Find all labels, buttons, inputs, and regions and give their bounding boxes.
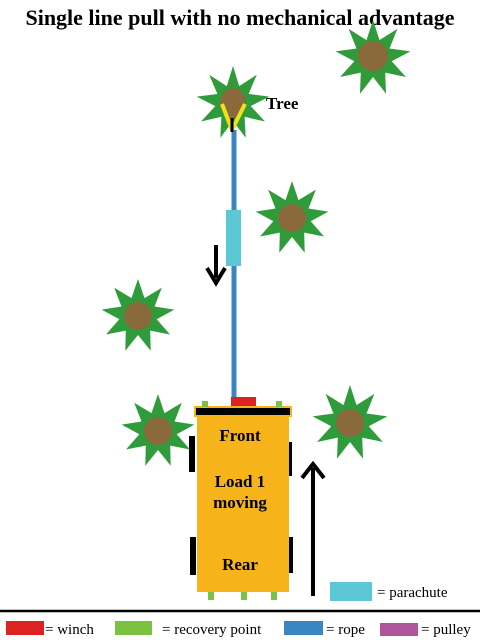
tree-mid-right xyxy=(255,181,329,253)
legend-winch-swatch xyxy=(6,621,44,635)
legend-recovery-point-label: = recovery point xyxy=(162,622,262,638)
legend-recovery-point-swatch xyxy=(115,621,152,635)
tree-top-right xyxy=(335,20,411,94)
pull-direction-arrow xyxy=(205,245,227,287)
tree-top-right-trunk xyxy=(358,41,388,71)
recovery-point-front-right xyxy=(276,401,282,407)
tree-bottom-right-trunk xyxy=(336,409,364,437)
rear-label: Rear xyxy=(222,555,258,574)
legend-parachute-swatch xyxy=(330,582,372,601)
tree-bottom-left xyxy=(121,394,195,466)
load-label-line2: moving xyxy=(213,493,267,512)
tire-rear-left xyxy=(190,537,196,575)
legend-pulley-swatch xyxy=(380,623,418,636)
tire-front-left xyxy=(189,436,195,472)
tree-mid-left xyxy=(101,279,175,351)
load-vehicle: Front Load 1 moving Rear xyxy=(189,397,293,600)
winch xyxy=(231,397,256,406)
legend-rope-swatch xyxy=(284,621,323,635)
front-bumper xyxy=(194,406,292,417)
tree-mid-left-trunk xyxy=(124,302,152,330)
rope-parachute xyxy=(226,210,241,266)
legend-rope-label: = rope xyxy=(326,622,365,638)
recovery-point-rear-right xyxy=(271,592,277,600)
recovery-point-rear-left xyxy=(208,592,214,600)
load-label-line1: Load 1 xyxy=(215,472,266,491)
front-label: Front xyxy=(219,426,261,445)
legend-pulley-label: = pulley xyxy=(421,622,471,638)
diagram-title: Single line pull with no mechanical adva… xyxy=(25,5,454,30)
legend-parachute-label: = parachute xyxy=(377,585,448,601)
legend-winch-label: = winch xyxy=(45,622,94,638)
tree-bottom-left-trunk xyxy=(144,417,172,445)
recovery-point-rear-center xyxy=(241,592,247,600)
tree-bottom-right xyxy=(312,385,388,459)
tree-label: Tree xyxy=(266,94,299,113)
load-body xyxy=(197,412,289,592)
recovery-point-front-left xyxy=(202,401,208,407)
tire-rear-right xyxy=(287,537,293,573)
tree-mid-right-trunk xyxy=(278,204,306,232)
movement-direction-arrow xyxy=(300,460,326,596)
